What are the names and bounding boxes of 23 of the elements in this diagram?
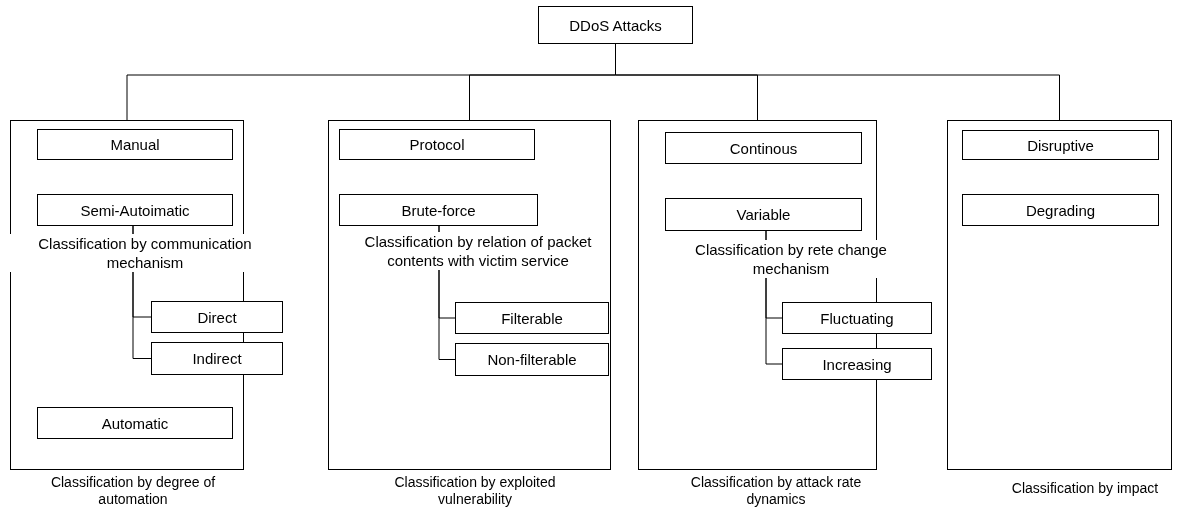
category-box: Continous [665,132,862,164]
category-box: Brute-force [339,194,538,226]
category-panel [947,120,1172,470]
classification-label: Classification by relation of packet contents with victim service [363,232,593,270]
category-box: Disruptive [962,130,1159,160]
category-box: Increasing [782,348,932,380]
category-panel [328,120,611,470]
category-box: Manual [37,129,233,160]
category-box: Direct [151,301,283,333]
category-box: Filterable [455,302,609,334]
category-box: Non-filterable [455,343,609,376]
category-box: Degrading [962,194,1159,226]
category-box: Automatic [37,407,233,439]
panel-caption: Classification by exploited vulnerability [393,474,557,508]
panel-caption: Classification by degree of automation [49,474,217,508]
category-box: Protocol [339,129,535,160]
panel-caption: Classification by attack rate dynamics [689,474,863,508]
category-box: Semi-Autoimatic [37,194,233,226]
category-box: Fluctuating [782,302,932,334]
category-box: Variable [665,198,862,231]
category-box: Indirect [151,342,283,375]
panel-caption: Classification by impact [1010,480,1160,497]
root-box: DDoS Attacks [538,6,693,44]
